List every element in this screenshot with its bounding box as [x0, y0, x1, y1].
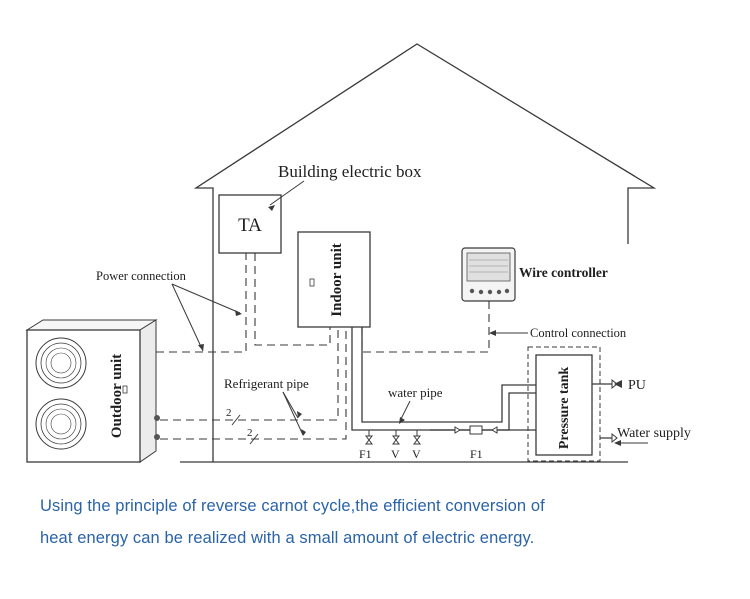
water-pipe-lines — [351, 327, 622, 439]
indoor-unit-label: Indoor unit — [329, 243, 345, 317]
refrigerant-pipe-label: Refrigerant pipe — [224, 376, 309, 391]
valve-label-2: V — [412, 447, 421, 461]
control-connection-label: Control connection — [530, 326, 627, 340]
refrigerant-pipe-lines — [160, 327, 347, 440]
indoor-unit-box: Indoor unit — [297, 231, 371, 328]
water-supply-label: Water supply — [617, 426, 691, 441]
house-outline — [180, 43, 657, 463]
heat-pump-diagram: TA Building electric box Indoor unit Wir… — [25, 43, 691, 463]
pu-arrow — [614, 380, 622, 388]
caption-line-1: Using the principle of reverse carnot cy… — [40, 497, 545, 515]
pipe-count-2: 2 — [247, 427, 253, 439]
wire-controller-device — [461, 247, 516, 302]
pipe-count-1: 2 — [226, 407, 232, 419]
power-connection-label: Power connection — [96, 269, 187, 283]
pu-label: PU — [628, 378, 646, 393]
control-connection-line — [361, 301, 490, 353]
building-electric-box-label: Building electric box — [278, 162, 422, 181]
valve-label-1: V — [391, 447, 400, 461]
filter-label-right: F1 — [470, 447, 483, 461]
power-connection-lines — [156, 253, 331, 353]
filter-label-left: F1 — [359, 447, 372, 461]
outdoor-unit-label: Outdoor unit — [109, 354, 125, 438]
water-supply-arrow — [614, 440, 621, 446]
pressure-tank-box: Pressure tank — [527, 346, 601, 462]
caption-line-2: heat energy can be realized with a small… — [40, 529, 535, 547]
wire-controller-label: Wire controller — [519, 265, 608, 280]
electric-box-leader — [269, 180, 305, 206]
pressure-tank-label: Pressure tank — [557, 367, 572, 450]
outdoor-unit-box — [25, 319, 160, 463]
water-pipe-label: water pipe — [388, 385, 443, 400]
valves — [365, 378, 618, 445]
ta-label: TA — [238, 215, 262, 236]
